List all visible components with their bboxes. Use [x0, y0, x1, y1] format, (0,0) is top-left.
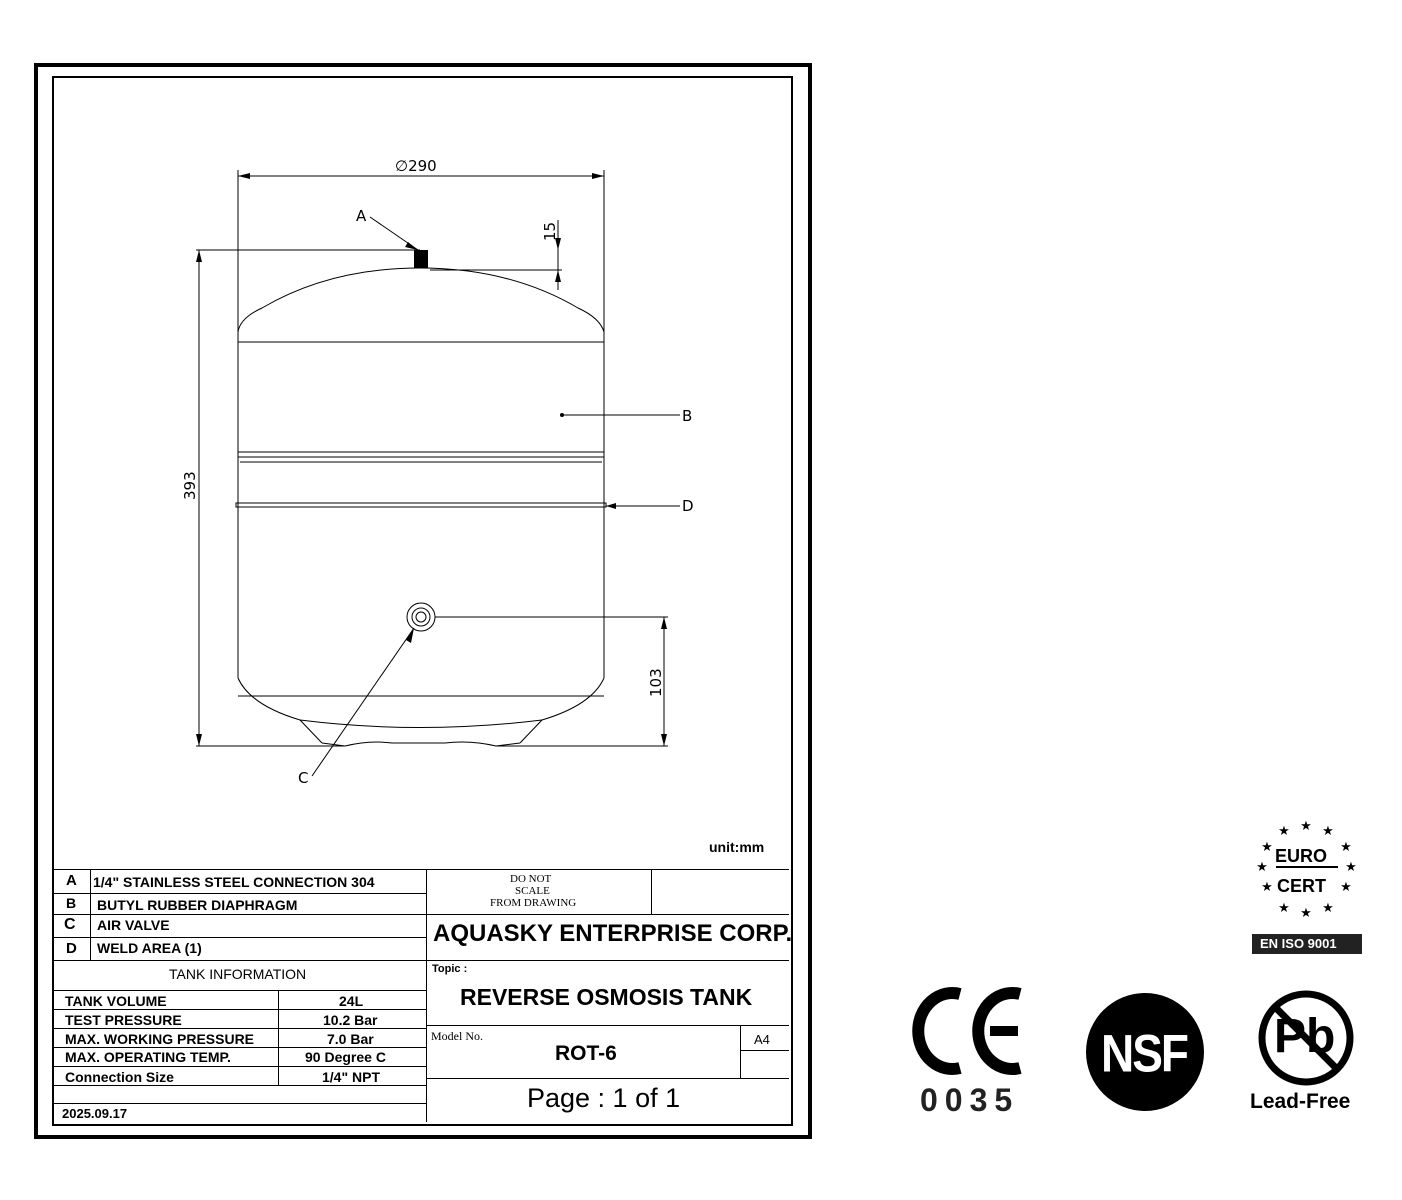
part-key-c: C	[64, 916, 76, 933]
star-icon: ★	[1256, 859, 1268, 874]
model-number: ROT-6	[555, 1042, 617, 1065]
topic-title: REVERSE OSMOSIS TANK	[460, 984, 753, 1010]
callout-d: D	[682, 497, 694, 515]
topic-label: Topic :	[432, 963, 468, 975]
tank-info-label: TANK VOLUME	[65, 993, 167, 1009]
part-desc-b: BUTYL RUBBER DIAPHRAGM	[97, 897, 298, 913]
tank-bottom-left	[237, 677, 323, 744]
sheet-size: A4	[754, 1032, 770, 1047]
star-icon: ★	[1261, 879, 1273, 894]
star-icon: ★	[1322, 823, 1334, 838]
ce-number: 0035	[920, 1082, 1020, 1118]
star-icon: ★	[1340, 879, 1352, 894]
eurocert-text-euro: EURO	[1275, 846, 1328, 866]
connection-fitting	[414, 250, 428, 268]
drawing-border	[52, 76, 793, 1126]
drawing-frame	[34, 63, 812, 1139]
tank-info-value: 24L	[339, 993, 364, 1009]
scale-note-line-3: FROM DRAWING	[490, 897, 577, 909]
weld-band	[235, 502, 607, 508]
tank-bottom-right	[519, 677, 605, 744]
tank-info-label: Connection Size	[65, 1069, 174, 1085]
star-icon: ★	[1345, 859, 1357, 874]
page-indicator: Page : 1 of 1	[527, 1083, 681, 1113]
lead-symbol: Pb	[1274, 1010, 1336, 1063]
part-desc-d: WELD AREA (1)	[97, 940, 202, 956]
tank-info-label: MAX. WORKING PRESSURE	[65, 1031, 255, 1047]
unit-label: unit:mm	[709, 839, 765, 855]
tank-info-value: 7.0 Bar	[327, 1031, 374, 1047]
tank-info-label: TEST PRESSURE	[65, 1012, 182, 1028]
scale-note-line-1: DO NOT	[510, 873, 552, 885]
lead-free-label: Lead-Free	[1250, 1090, 1351, 1113]
star-icon: ★	[1278, 900, 1290, 915]
star-icon: ★	[1322, 900, 1334, 915]
callout-c: C	[298, 769, 309, 787]
part-desc-c: AIR VALVE	[97, 917, 170, 933]
eurocert-iso-label: EN ISO 9001	[1260, 936, 1337, 951]
diameter-dimension: ∅290	[395, 157, 437, 175]
star-icon: ★	[1261, 839, 1273, 854]
drawing-date: 2025.09.17	[62, 1106, 128, 1121]
tank-info-label: MAX. OPERATING TEMP.	[65, 1049, 231, 1065]
scale-note-line-2: SCALE	[515, 885, 550, 897]
tank-info-value: 10.2 Bar	[323, 1012, 378, 1028]
callout-b: B	[682, 407, 693, 425]
tank-info-heading: TANK INFORMATION	[169, 966, 307, 982]
part-desc-a: 1/4" STAINLESS STEEL CONNECTION 304	[93, 874, 375, 890]
callout-a: A	[356, 207, 367, 225]
star-icon: ★	[1340, 839, 1352, 854]
star-icon: ★	[1278, 823, 1290, 838]
company-name: AQUASKY ENTERPRISE CORP.	[433, 920, 793, 947]
tank-info-value: 90 Degree C	[305, 1049, 386, 1065]
model-label: Model No.	[431, 1029, 483, 1043]
tank-info-value: 1/4" NPT	[322, 1069, 380, 1085]
eurocert-text-cert: CERT	[1277, 876, 1326, 896]
part-key-b: B	[66, 895, 77, 911]
star-icon: ★	[1300, 818, 1312, 833]
star-icon: ★	[1300, 905, 1312, 920]
part-key-a: A	[66, 872, 77, 889]
nsf-text: NSF	[1101, 1023, 1189, 1083]
part-key-d: D	[66, 940, 77, 957]
